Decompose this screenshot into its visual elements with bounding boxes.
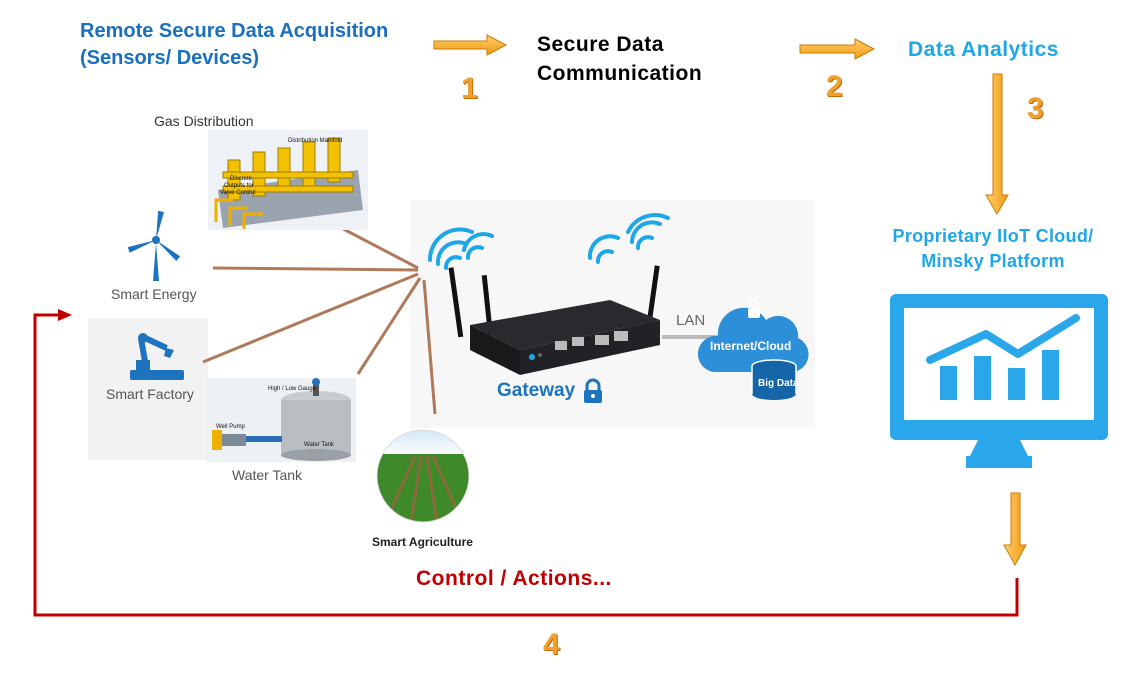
factory-robot-icon — [130, 333, 184, 380]
lock-icon — [584, 378, 603, 403]
arrow-right-2 — [799, 38, 876, 60]
gas-outputs-label-2: Outputs for — [224, 183, 254, 189]
wifi-icon-right — [587, 213, 670, 264]
analytics-title: Data Analytics — [908, 38, 1059, 61]
internet-cloud-icon: Internet/Cloud Big Data — [697, 299, 809, 400]
water-tank-image: High / Low Gauge Well Pump Water Tank — [206, 378, 356, 462]
lan-label: LAN — [676, 312, 706, 329]
step-number-1: 1 — [461, 72, 478, 105]
gas-outputs-label-3: Valve Control — [220, 190, 256, 196]
smart-energy-label: Smart Energy — [111, 286, 197, 302]
gas-distribution-image: Distribution Manifold Discrete Outputs f… — [208, 130, 368, 230]
communication-title-line1: Secure Data — [537, 33, 664, 56]
step-number-3: 3 — [1027, 92, 1044, 125]
step-number-4: 4 — [543, 628, 560, 661]
water-tank-label: Water Tank — [232, 467, 303, 483]
gas-manifold-label: Distribution Manifold — [288, 138, 342, 144]
gateway-device-image — [448, 265, 660, 375]
gas-distribution-label: Gas Distribution — [154, 113, 254, 129]
communication-title-line2: Communication — [537, 62, 703, 85]
cloud-title: Proprietary IIoT Cloud/ Minsky Platform — [858, 224, 1128, 274]
gas-outputs-label-1: Discrete — [230, 176, 253, 182]
gateway-label: Gateway — [497, 380, 576, 401]
internet-cloud-label: Internet/Cloud — [710, 339, 791, 353]
communication-title: Secure Data Communication — [537, 30, 702, 88]
wind-turbine-icon — [127, 210, 181, 281]
cloud-title-line2: Minsky Platform — [921, 251, 1065, 271]
wifi-icon-left — [427, 227, 494, 270]
control-actions-label: Control / Actions... — [416, 567, 612, 590]
acquisition-title-line1: Remote Secure Data Acquisition — [80, 20, 389, 42]
smart-factory-label: Smart Factory — [106, 386, 194, 402]
acquisition-title: Remote Secure Data Acquisition (Sensors/… — [80, 18, 388, 72]
step-number-2: 2 — [826, 70, 843, 103]
agriculture-field-image — [376, 429, 470, 523]
device-connection-lines — [202, 220, 437, 415]
water-gauge-label: High / Low Gauge — [268, 386, 317, 392]
smart-agriculture-label: Smart Agriculture — [372, 535, 473, 549]
acquisition-title-line2: (Sensors/ Devices) — [80, 47, 259, 69]
feedback-arrowhead — [58, 309, 72, 321]
gateway-label-group: Gateway — [497, 378, 603, 404]
big-data-label: Big Data — [758, 378, 799, 389]
arrow-right-1 — [433, 34, 508, 56]
water-pump-label: Well Pump — [216, 424, 246, 430]
feedback-loop-line — [33, 313, 1019, 617]
analytics-monitor-icon — [890, 294, 1108, 468]
arrow-down-3 — [985, 73, 1009, 215]
cloud-title-line1: Proprietary IIoT Cloud/ — [892, 226, 1094, 246]
water-tank-inner-label: Water Tank — [304, 442, 335, 448]
arrow-down-monitor — [1003, 492, 1027, 567]
